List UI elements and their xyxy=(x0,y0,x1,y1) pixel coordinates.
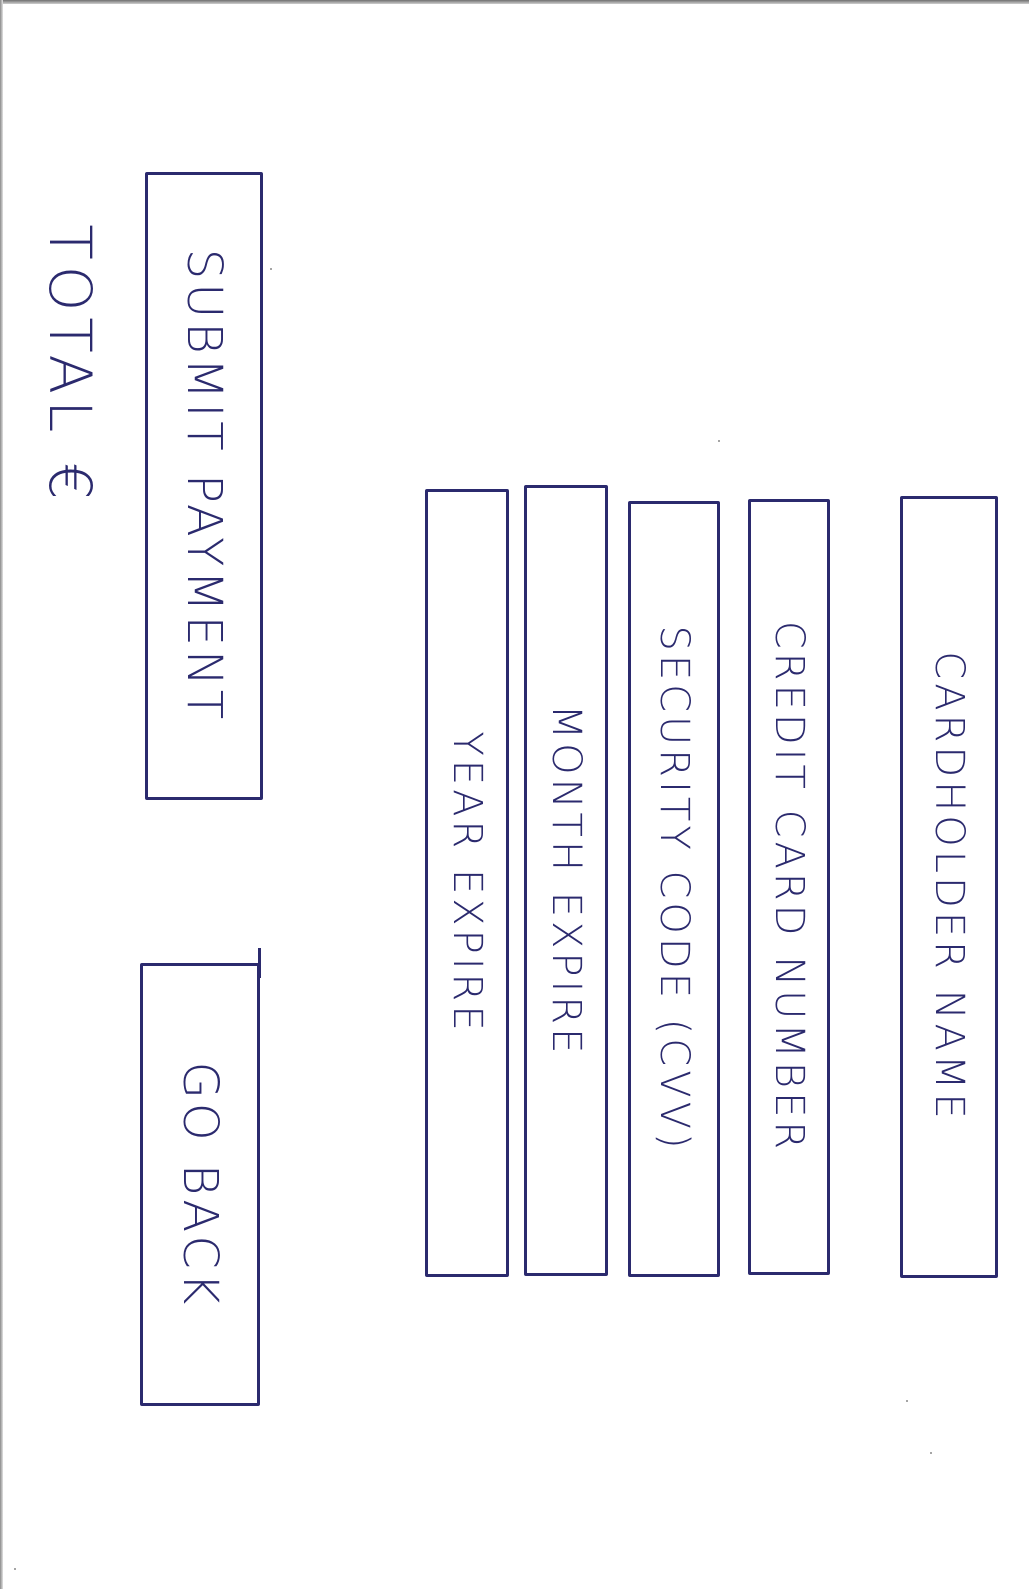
total-text: TOTAL € xyxy=(36,224,104,506)
month-expire-label: MONTH EXPIRE xyxy=(543,704,589,1057)
scan-speck xyxy=(906,1400,908,1402)
scan-edge-left xyxy=(0,0,3,1589)
month-expire-field[interactable]: MONTH EXPIRE xyxy=(524,485,608,1276)
submit-payment-button[interactable]: SUBMIT PAYMENT xyxy=(145,172,263,800)
go-back-button[interactable]: GO BACK xyxy=(140,963,260,1406)
submit-payment-label: SUBMIT PAYMENT xyxy=(176,248,232,724)
go-back-label: GO BACK xyxy=(172,1061,228,1308)
go-back-corner-stroke xyxy=(258,948,261,978)
year-expire-field[interactable]: YEAR EXPIRE xyxy=(425,489,509,1277)
credit-card-number-field[interactable]: CREDIT CARD NUMBER xyxy=(748,499,830,1275)
scan-speck xyxy=(270,268,272,270)
cardholder-name-field[interactable]: CARDHOLDER NAME xyxy=(900,496,998,1278)
credit-card-number-label: CREDIT CARD NUMBER xyxy=(766,620,812,1154)
scan-speck xyxy=(930,1452,932,1454)
scan-speck xyxy=(718,440,720,442)
scan-edge-top xyxy=(0,0,1029,4)
scan-speck xyxy=(14,1568,16,1570)
total-amount-label: TOTAL € xyxy=(30,140,110,590)
security-code-cvv-field[interactable]: SECURITY CODE (CVV) xyxy=(628,501,720,1277)
security-code-cvv-label: SECURITY CODE (CVV) xyxy=(651,625,697,1153)
cardholder-name-label: CARDHOLDER NAME xyxy=(926,651,972,1123)
year-expire-label: YEAR EXPIRE xyxy=(444,731,490,1035)
